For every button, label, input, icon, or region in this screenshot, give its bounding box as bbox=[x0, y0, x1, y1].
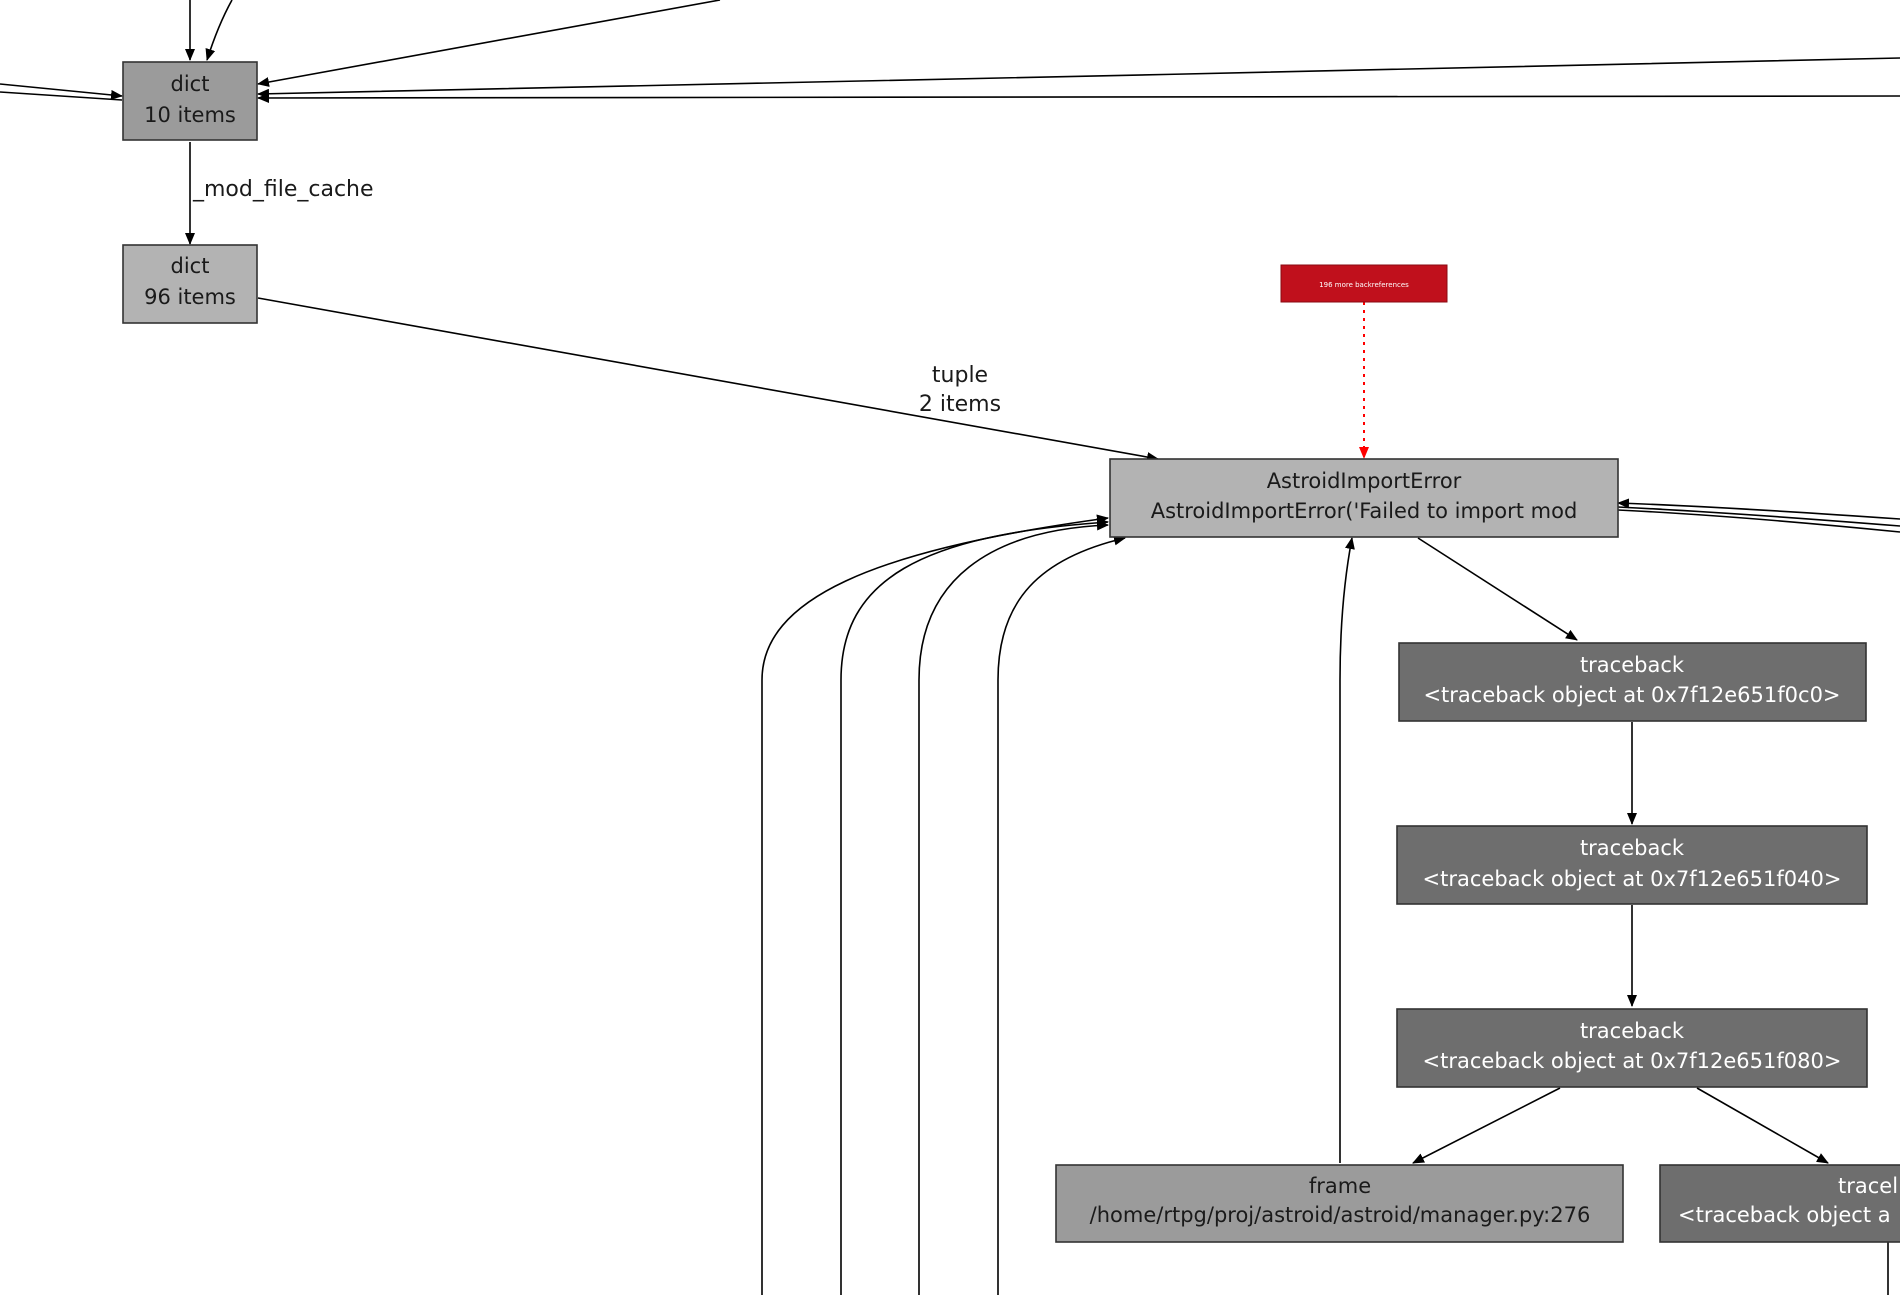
edge-label-tuple: tuple bbox=[932, 363, 988, 388]
node-traceback-4[interactable]: tracel <traceback object a bbox=[1659, 1164, 1900, 1243]
node-dict-96-items[interactable]: dict 96 items bbox=[122, 244, 258, 324]
node-detail-label: <traceback object at 0x7f12e651f0c0> bbox=[1423, 683, 1840, 707]
edge-traceback3-to-frame bbox=[1412, 1087, 1561, 1164]
edge-right-to-dict10-a bbox=[257, 57, 1900, 99]
node-type-label: traceback bbox=[1580, 653, 1685, 677]
edge-topright-to-dict10 bbox=[257, 0, 721, 87]
node-detail-label: /home/rtpg/proj/astroid/astroid/manager.… bbox=[1090, 1203, 1591, 1227]
edge-bottom-to-error-2 bbox=[840, 517, 1109, 1295]
edge-label-mod-file-cache: _mod_file_cache bbox=[192, 177, 374, 202]
node-type-label: AstroidImportError bbox=[1267, 469, 1462, 493]
edge-dict96-to-error bbox=[257, 297, 1159, 462]
node-type-label: dict bbox=[171, 72, 210, 96]
edge-left-to-dict10-a bbox=[0, 83, 123, 100]
node-detail-label: <traceback object at 0x7f12e651f080> bbox=[1423, 1049, 1842, 1073]
node-type-label: frame bbox=[1309, 1174, 1371, 1198]
node-dict-10-items[interactable]: dict 10 items bbox=[122, 61, 258, 141]
badge-label: 196 more backreferences bbox=[1319, 281, 1409, 289]
node-type-label: traceback bbox=[1580, 1019, 1685, 1043]
edge-right-to-dict10-b bbox=[257, 92, 1900, 103]
edge-right-to-error-a bbox=[1617, 498, 1900, 520]
edge-label-tuple-items: 2 items bbox=[919, 392, 1001, 417]
edge-top-to-dict10-b bbox=[205, 0, 233, 61]
edge-bottom-to-error-4 bbox=[997, 535, 1126, 1295]
edge-traceback3-to-traceback4 bbox=[1696, 1087, 1829, 1164]
node-detail-label: <traceback object at 0x7f12e651f040> bbox=[1423, 867, 1842, 891]
node-traceback-2[interactable]: traceback <traceback object at 0x7f12e65… bbox=[1396, 825, 1868, 905]
edge-right-to-error-c bbox=[1617, 506, 1900, 527]
node-type-label: traceback bbox=[1580, 836, 1685, 860]
more-backreferences-badge[interactable]: 196 more backreferences bbox=[1280, 264, 1448, 303]
node-astroid-import-error[interactable]: AstroidImportError AstroidImportError('F… bbox=[1109, 458, 1619, 538]
node-detail-label: <traceback object a bbox=[1678, 1203, 1891, 1227]
node-type-label: dict bbox=[171, 254, 210, 278]
node-detail-label: 96 items bbox=[144, 285, 236, 309]
node-frame-manager[interactable]: frame /home/rtpg/proj/astroid/astroid/ma… bbox=[1055, 1164, 1624, 1243]
node-type-label: tracel bbox=[1838, 1174, 1898, 1198]
node-detail-label: 10 items bbox=[144, 103, 236, 127]
node-traceback-3[interactable]: traceback <traceback object at 0x7f12e65… bbox=[1396, 1008, 1868, 1088]
node-traceback-1[interactable]: traceback <traceback object at 0x7f12e65… bbox=[1398, 642, 1867, 722]
node-detail-label: AstroidImportError('Failed to import mod bbox=[1151, 499, 1578, 523]
edge-bottom-to-error-3 bbox=[918, 520, 1109, 1295]
edge-right-to-error-b bbox=[1617, 509, 1900, 533]
edge-left-to-dict10-b bbox=[0, 91, 123, 101]
edge-frame-to-error bbox=[1339, 537, 1355, 1163]
edge-error-to-traceback1 bbox=[1417, 537, 1578, 641]
